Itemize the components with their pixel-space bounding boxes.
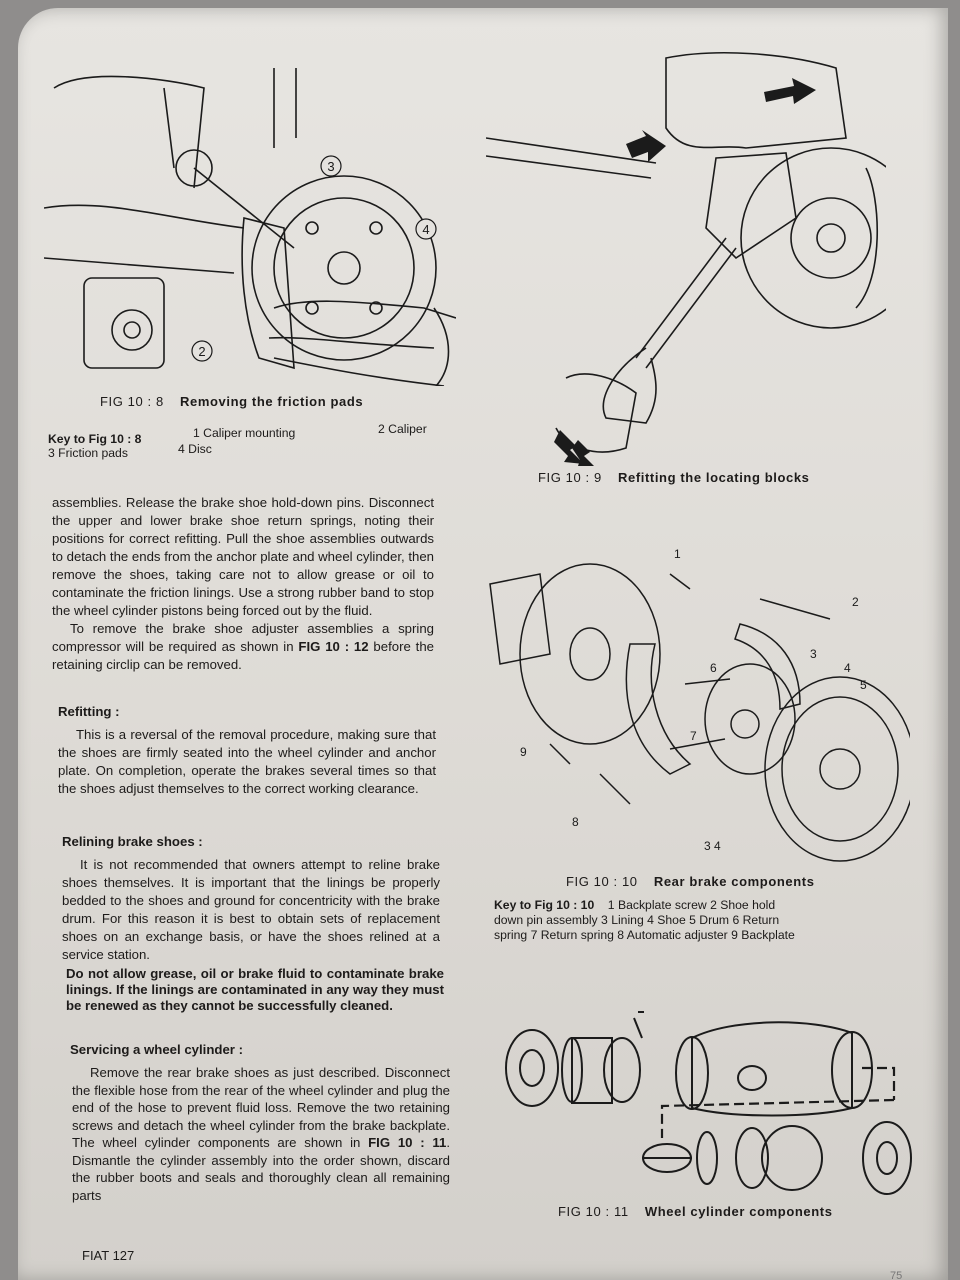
fig-10-11-number: FIG 10 : 11: [558, 1204, 629, 1219]
heading-relining: Relining brake shoes :: [62, 834, 203, 849]
fig-10-10-callout-4: 4: [844, 661, 851, 675]
text-refitting: This is a reversal of the removal proced…: [58, 726, 436, 798]
fig-10-8-callout-2: 2: [198, 344, 205, 359]
text-relining: It is not recommended that owners attemp…: [62, 856, 440, 964]
footer-book-title: FIAT 127: [82, 1248, 135, 1263]
paragraph-shoe-removal: assemblies. Release the brake shoe hold-…: [52, 495, 434, 618]
fig-10-9-title: Refitting the locating blocks: [618, 470, 810, 485]
fig-10-8-number: FIG 10 : 8: [100, 394, 164, 409]
fig-10-10-key-label: Key to Fig 10 : 10: [494, 898, 595, 912]
fig-10-11-title: Wheel cylinder components: [644, 1204, 833, 1219]
fig-10-8-key-item-1: 1 Caliper mounting: [193, 426, 296, 440]
paragraph-refitting: This is a reversal of the removal proced…: [58, 727, 436, 796]
fig-10-10-callout-8: 8: [572, 815, 579, 829]
fig-10-10-caption: FIG 10 : 10 Rear brake components: [566, 874, 815, 889]
paragraph-relining: It is not recommended that owners attemp…: [62, 857, 440, 962]
fig-10-8-key-label: Key to Fig 10 : 8: [48, 432, 142, 446]
wheel-cylinder-drawing: [505, 1011, 912, 1195]
fig-10-10-key-line-1: Key to Fig 10 : 10 1 Backplate screw 2 S…: [494, 898, 910, 913]
fig-10-10-key-items-1: 1 Backplate screw 2 Shoe hold: [607, 898, 776, 912]
fig-10-8-illustration: 2 3 4: [44, 68, 456, 386]
paragraph-servicing-end: . Dismantle the cylinder assembly into t…: [72, 1135, 450, 1203]
fig-10-10-key-line-2: down pin assembly 3 Lining 4 Shoe 5 Drum…: [494, 913, 780, 927]
fig-10-10-key-line-3: spring 7 Return spring 8 Automatic adjus…: [494, 928, 795, 942]
fig-10-8-key-item-2: 2 Caliper: [378, 422, 427, 436]
fig-10-10-title: Rear brake components: [653, 874, 815, 889]
fig-10-8-callout-3: 3: [327, 159, 334, 174]
page-number: 75: [890, 1270, 903, 1280]
fig-10-10-callout-3: 3: [810, 647, 817, 661]
fig-10-8-key: Key to Fig 10 : 8 1 Caliper mounting 2 C…: [48, 422, 438, 460]
fig-10-10-callout-5: 5: [860, 678, 867, 692]
fig-10-10-callout-9: 9: [520, 745, 527, 759]
fig-10-10-number: FIG 10 : 10: [566, 874, 638, 889]
fig-10-10-illustration: 1 2 3 4 5 6 7 8 9 3 4: [480, 544, 910, 874]
fig-10-9-number: FIG 10 : 9: [538, 470, 602, 485]
warning-contamination: Do not allow grease, oil or brake fluid …: [66, 966, 444, 1013]
fig-10-8-key-item-4: 4 Disc: [178, 442, 212, 456]
heading-refitting: Refitting :: [58, 704, 120, 719]
paragraph-servicing-start: Remove the rear brake shoes as just desc…: [72, 1065, 450, 1150]
fig-10-10-callout-7: 7: [690, 729, 697, 743]
fig-10-11-caption: FIG 10 : 11 Wheel cylinder components: [558, 1204, 833, 1219]
text-servicing: Remove the rear brake shoes as just desc…: [72, 1064, 450, 1204]
fig-10-10-callout-1: 1: [674, 547, 681, 561]
text-removal-continued: assemblies. Release the brake shoe hold-…: [52, 494, 434, 674]
ref-fig-10-12: FIG 10 : 12: [298, 639, 369, 654]
heading-servicing-wheel-cylinder: Servicing a wheel cylinder :: [70, 1042, 243, 1057]
fig-10-8-key-item-3: 3 Friction pads: [48, 446, 128, 460]
friction-pads-drawing: 2 3 4: [44, 68, 456, 386]
book-page: 2 3 4 FIG 10 : 8 Removing the friction p…: [18, 8, 948, 1280]
paragraph-adjuster-start: To remove the brake shoe adjuster assemb…: [52, 621, 434, 654]
paragraph-adjuster: To remove the brake shoe adjuster assemb…: [52, 620, 434, 674]
fig-10-8-callout-4: 4: [422, 222, 429, 237]
paragraph-servicing: Remove the rear brake shoes as just desc…: [72, 1064, 450, 1204]
paragraph-adjuster-end: before the retaining circlip can be remo…: [52, 639, 434, 672]
fig-10-8-caption: FIG 10 : 8 Removing the friction pads: [100, 394, 363, 409]
fig-10-9-caption: FIG 10 : 9 Refitting the locating blocks: [538, 470, 810, 485]
ref-fig-10-11: FIG 10 : 11: [368, 1135, 447, 1150]
locating-blocks-drawing: [486, 51, 886, 466]
rear-brake-drawing: 1 2 3 4 5 6 7 8 9 3 4: [489, 547, 910, 862]
fig-10-10-callout-2: 2: [852, 595, 859, 609]
fig-10-10-callout-6: 6: [710, 661, 717, 675]
fig-10-9-illustration: [486, 48, 886, 468]
fig-10-8-title: Removing the friction pads: [180, 394, 364, 409]
fig-10-10-callout-3-4: 3 4: [704, 839, 721, 853]
fig-10-11-illustration: [492, 1008, 912, 1198]
fig-10-10-key: Key to Fig 10 : 10 1 Backplate screw 2 S…: [494, 898, 910, 943]
